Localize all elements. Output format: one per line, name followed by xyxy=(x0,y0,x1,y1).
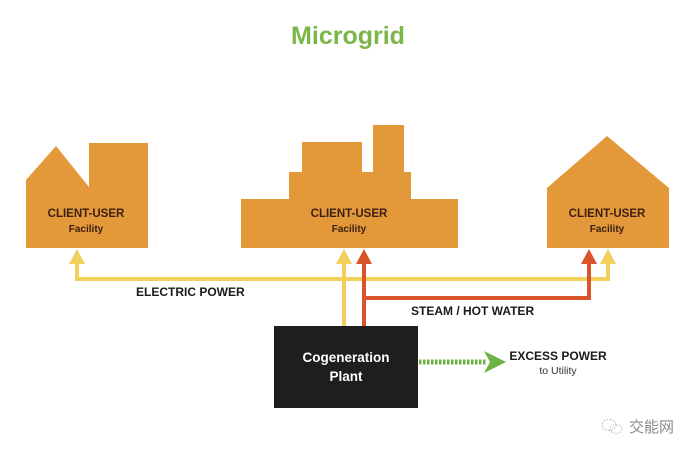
excess-power-label: EXCESS POWER xyxy=(509,349,607,363)
facility-right-label: CLIENT-USER xyxy=(569,208,646,220)
electric-arrow-right-icon xyxy=(600,249,616,264)
facility-left-sublabel: Facility xyxy=(69,224,104,235)
plant-label-line1: Cogeneration xyxy=(302,350,389,365)
facility-left-label: CLIENT-USER xyxy=(48,208,125,220)
facility-center-label: CLIENT-USER xyxy=(311,208,388,220)
electric-power-label: ELECTRIC POWER xyxy=(136,285,245,299)
steam-hot-water-label: STEAM / HOT WATER xyxy=(411,304,534,318)
facility-left-shape xyxy=(26,143,148,248)
electric-line-right xyxy=(344,262,610,281)
electric-arrowheads xyxy=(69,249,616,264)
facility-right-sublabel: Facility xyxy=(590,224,625,235)
facility-center-shape xyxy=(241,125,458,248)
electric-power-flow xyxy=(75,262,610,327)
excess-power-arrow-icon xyxy=(484,351,506,373)
facility-left: CLIENT-USER Facility xyxy=(26,143,148,248)
facility-right: CLIENT-USER Facility xyxy=(547,136,669,248)
steam-arrowheads xyxy=(356,249,597,264)
wechat-cloud-icon xyxy=(601,419,623,434)
electric-line-left xyxy=(75,262,344,281)
excess-power-sublabel: to Utility xyxy=(539,365,577,377)
plant-label-line2: Plant xyxy=(329,369,363,384)
cogeneration-plant: Cogeneration Plant xyxy=(274,326,418,408)
excess-power-flow xyxy=(419,351,506,373)
watermark-text: 交能网 xyxy=(629,418,674,436)
facility-right-shape xyxy=(547,136,669,248)
cogeneration-plant-box xyxy=(274,326,418,408)
steam-flow xyxy=(362,262,591,327)
steam-arrow-right-icon xyxy=(581,249,597,264)
steam-arrow-center-icon xyxy=(356,249,372,264)
watermark: 交能网 xyxy=(601,418,674,436)
diagram-title: Microgrid xyxy=(291,22,405,50)
facility-center: CLIENT-USER Facility xyxy=(241,125,458,248)
steam-line-right xyxy=(364,262,591,300)
electric-arrow-center-icon xyxy=(336,249,352,264)
electric-arrow-left-icon xyxy=(69,249,85,264)
facility-center-sublabel: Facility xyxy=(332,224,367,235)
